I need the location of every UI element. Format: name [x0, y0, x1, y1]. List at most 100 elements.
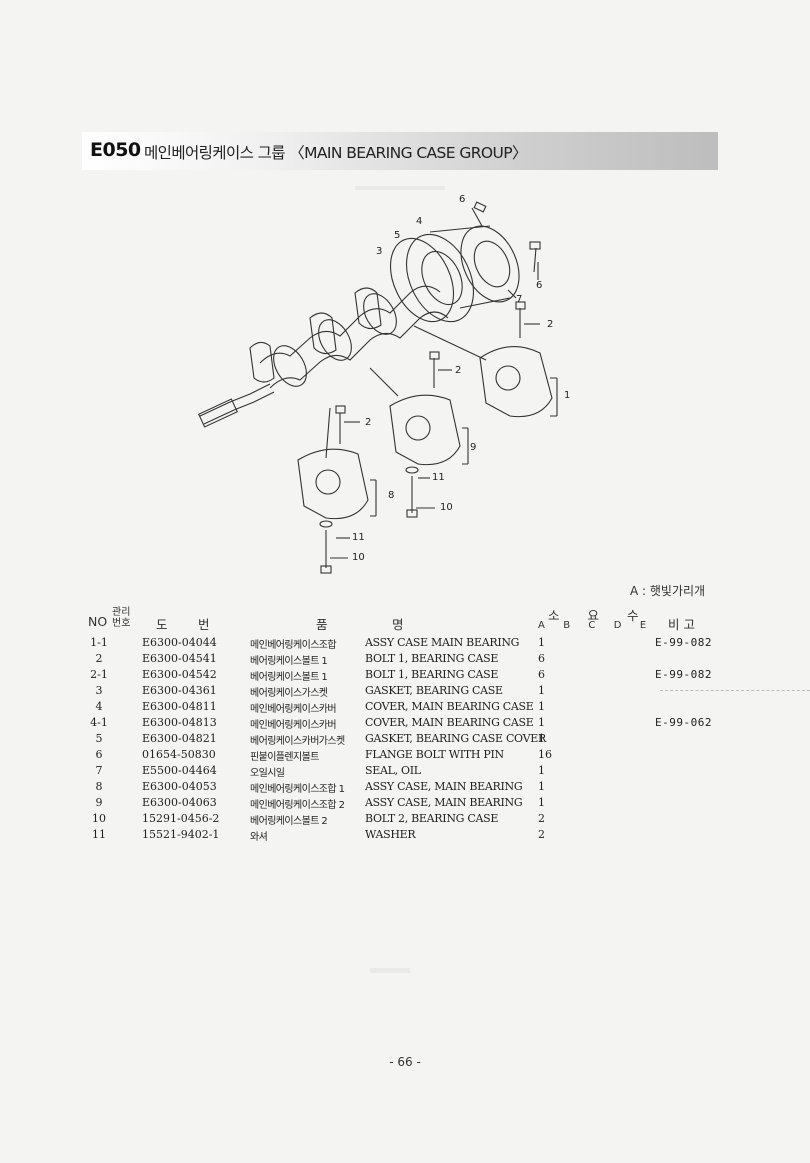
quantity: 2	[538, 812, 545, 825]
part-number: E6300-04542	[142, 668, 217, 681]
callout-2: 2	[455, 365, 462, 376]
part-number: E6300-04053	[142, 780, 217, 793]
quantity: 1	[538, 636, 545, 649]
callout-8: 8	[388, 490, 395, 501]
part-number: E6300-04813	[142, 716, 217, 729]
page-number: - 66 -	[389, 1055, 421, 1069]
crank-web	[249, 341, 275, 383]
bearing-case-half-3	[297, 448, 369, 520]
row-no: 5	[95, 732, 103, 745]
quantity: 1	[538, 732, 545, 745]
part-name-english: BOLT 2, BEARING CASE	[365, 812, 499, 825]
quantity: 16	[538, 748, 552, 761]
callout-11: 11	[432, 472, 445, 483]
flange-bolt	[533, 247, 537, 273]
header-no: NO	[88, 614, 108, 629]
table-row: 9 E6300-04063 메인베어링케이스조합 2 ASSY CASE, MA…	[82, 796, 722, 812]
part-name-korean: 메인베어링케이스카버	[250, 704, 337, 715]
section-header: E050 메인베어링케이스 그룹 〈MAIN BEARING CASE GROU…	[82, 132, 718, 170]
dashed-divider	[660, 690, 810, 691]
quantity: 1	[538, 716, 545, 729]
row-no: 11	[92, 828, 106, 841]
remarks: E-99-082	[655, 636, 712, 649]
row-no: 9	[95, 796, 103, 809]
table-header: NO 관리번호 도 번 품 명 소 요 수 A B C D E 비 고	[82, 605, 722, 635]
part-name-english: GASKET, BEARING CASE COVER	[365, 732, 546, 745]
row-no: 1-1	[90, 636, 108, 649]
table-row: 6 01654-50830 핀붙이플렌지볼트 FLANGE BOLT WITH …	[82, 748, 722, 764]
flange-bolt	[471, 207, 483, 227]
quantity: 1	[538, 684, 545, 697]
callout-10: 10	[440, 502, 453, 513]
table-row: 2-1 E6300-04542 베어링케이스볼트 1 BOLT 1, BEARI…	[82, 668, 722, 684]
part-name-korean: 와셔	[250, 832, 268, 843]
quantity: 1	[538, 780, 545, 793]
header-qty: 소 요 수	[548, 608, 651, 623]
header-qty-cols: A B C D E	[538, 620, 651, 631]
quantity: 2	[538, 828, 545, 841]
part-name-korean: 메인베어링케이스카버	[250, 720, 337, 731]
section-title: 메인베어링케이스 그룹 〈MAIN BEARING CASE GROUP〉	[144, 144, 527, 162]
table-row: 8 E6300-04053 메인베어링케이스조합 1 ASSY CASE, MA…	[82, 780, 722, 796]
header-name-b: 명	[392, 617, 404, 632]
row-no: 4-1	[90, 716, 108, 729]
callout-1: 1	[564, 390, 571, 401]
part-name-korean: 베어링케이스볼트 1	[250, 672, 328, 683]
quantity: 1	[538, 796, 545, 809]
bearing-case-half-1	[479, 346, 553, 418]
table-row: 4 E6300-04811 메인베어링케이스카버 COVER, MAIN BEA…	[82, 700, 722, 716]
quantity: 6	[538, 652, 545, 665]
scan-artifact	[355, 186, 445, 190]
callout-5: 5	[394, 230, 401, 241]
callout-4: 4	[416, 216, 423, 227]
table-row: 5 E6300-04821 베어링케이스카버가스켓 GASKET, BEARIN…	[82, 732, 722, 748]
bearing-case-half-2	[389, 394, 461, 466]
row-no: 3	[95, 684, 103, 697]
row-no: 10	[92, 812, 106, 825]
row-no: 2	[95, 652, 103, 665]
part-name-korean: 오일시일	[250, 768, 285, 779]
part-name-korean: 핀붙이플렌지볼트	[250, 752, 319, 763]
table-row: 7 E5500-04464 오일시일 SEAL, OIL 1	[82, 764, 722, 780]
header-part-no-a: 도	[156, 617, 168, 632]
table-row: 11 15521-9402-1 와셔 WASHER 2	[82, 828, 722, 844]
table-row: 4-1 E6300-04813 메인베어링케이스카버 COVER, MAIN B…	[82, 716, 722, 732]
callout-2: 2	[365, 417, 372, 428]
scan-artifact	[370, 968, 410, 973]
crankshaft-journals	[259, 285, 441, 364]
row-no: 2-1	[90, 668, 108, 681]
part-number: 15521-9402-1	[142, 828, 220, 841]
header-name-a: 품	[316, 617, 328, 632]
row-no: 7	[95, 764, 103, 777]
part-name-korean: 메인베어링케이스조합 2	[250, 800, 345, 811]
callout-9: 9	[470, 442, 477, 453]
exploded-parts-diagram: 1 2 2 2 3 4 5 6 6 7 8 9 10 10 11 11	[190, 188, 580, 588]
part-number: 01654-50830	[142, 748, 216, 761]
part-name-english: ASSY CASE MAIN BEARING	[365, 636, 520, 649]
part-number: 15291-0456-2	[142, 812, 220, 825]
part-number: E6300-04361	[142, 684, 217, 697]
part-name-english: SEAL, OIL	[365, 764, 421, 777]
part-name-english: WASHER	[365, 828, 416, 841]
part-name-korean: 베어링케이스카버가스켓	[250, 736, 345, 747]
row-no: 8	[95, 780, 103, 793]
callout-3: 3	[376, 246, 383, 257]
part-name-english: ASSY CASE, MAIN BEARING	[365, 780, 523, 793]
legend-note: A : 햇빛가리개	[630, 584, 706, 598]
header-mgmt-no: 관리번호	[112, 607, 131, 629]
quantity: 1	[538, 700, 545, 713]
part-number: E5500-04464	[142, 764, 217, 777]
row-no: 6	[95, 748, 103, 761]
quantity: 6	[538, 668, 545, 681]
part-name-korean: 베어링케이스볼트 1	[250, 656, 328, 667]
part-name-english: GASKET, BEARING CASE	[365, 684, 503, 697]
part-number: E6300-04044	[142, 636, 217, 649]
section-code: E050	[90, 139, 141, 161]
header-remarks: 비 고	[668, 617, 695, 632]
table-row: 2 E6300-04541 베어링케이스볼트 1 BOLT 1, BEARING…	[82, 652, 722, 668]
part-number: E6300-04541	[142, 652, 217, 665]
row-no: 4	[95, 700, 103, 713]
part-number: E6300-04821	[142, 732, 217, 745]
header-part-no-b: 번	[198, 617, 210, 632]
table-row: 1-1 E6300-04044 메인베어링케이스조합 ASSY CASE MAI…	[82, 636, 722, 652]
